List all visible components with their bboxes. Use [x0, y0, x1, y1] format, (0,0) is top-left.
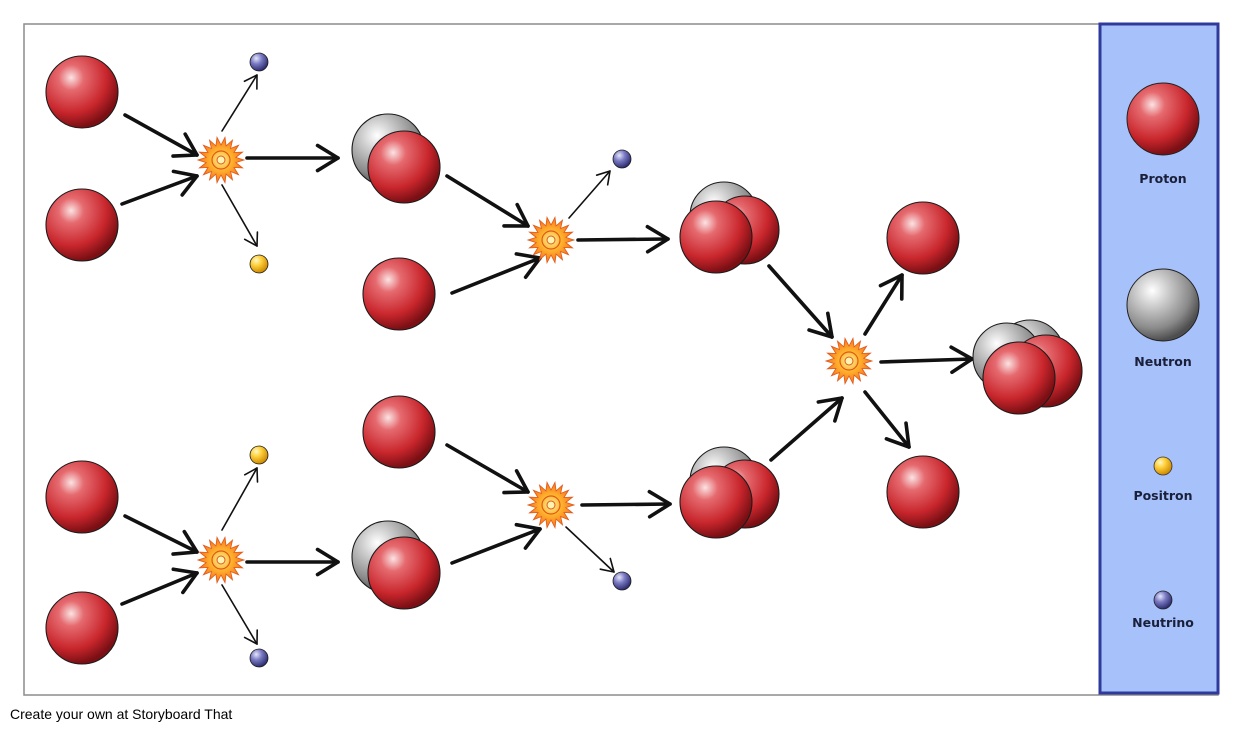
legend-proton-icon [1126, 82, 1200, 156]
proton-particle [45, 188, 119, 262]
fusion-burst [824, 336, 874, 386]
proton-particle [45, 460, 119, 534]
reaction-arrow [221, 467, 259, 531]
proton-particle [679, 465, 753, 539]
proton-particle [886, 455, 960, 529]
legend-item-positron: Positron [1133, 456, 1193, 503]
fusion-burst [196, 135, 246, 185]
proton-particle [362, 257, 436, 331]
reaction-arrow [245, 143, 340, 173]
proton-particle [45, 591, 119, 665]
reaction-arrow [450, 522, 542, 565]
neutrino-particle [612, 571, 632, 591]
reaction-arrow [123, 514, 199, 556]
fusion-burst [526, 215, 576, 265]
proton-particle [679, 200, 753, 274]
legend-positron-icon [1153, 456, 1173, 476]
fusion-burst [196, 535, 246, 585]
reaction-arrow [120, 567, 199, 606]
reaction-arrow [123, 113, 199, 158]
proton-particle [362, 395, 436, 469]
legend-item-neutrino: Neutrino [1132, 590, 1194, 630]
proton-particle [367, 536, 441, 610]
reaction-arrow [445, 443, 530, 495]
reaction-arrow [769, 396, 844, 462]
reaction-arrows [120, 74, 974, 645]
reaction-arrow [221, 184, 259, 247]
proton-particle [982, 341, 1056, 415]
legend-item-proton: Proton [1126, 82, 1200, 186]
reaction-arrow [576, 224, 670, 254]
legend-label-neutrino: Neutrino [1132, 615, 1194, 630]
reaction-arrow [565, 526, 615, 573]
legend-neutrino-icon [1153, 590, 1173, 610]
legend-label-proton: Proton [1139, 171, 1186, 186]
reaction-arrow [863, 273, 904, 336]
neutrino-particle [249, 648, 269, 668]
legend-label-neutron: Neutron [1134, 354, 1191, 369]
reaction-arrow [120, 169, 199, 206]
reaction-arrow [221, 584, 259, 645]
reaction-arrow [879, 345, 974, 375]
legend-label-positron: Positron [1133, 488, 1192, 503]
reaction-arrow [245, 547, 340, 577]
fusion-burst [526, 480, 576, 530]
neutrino-particle [249, 52, 269, 72]
proton-particle [45, 55, 119, 129]
reaction-arrow [767, 264, 834, 339]
reaction-arrow [445, 174, 530, 228]
reaction-arrow [568, 170, 611, 219]
reaction-arrow [863, 390, 911, 449]
positron-particle [249, 254, 269, 274]
reaction-arrow [580, 489, 672, 519]
particles [45, 52, 1083, 668]
neutrino-particle [612, 149, 632, 169]
legend-item-neutron: Neutron [1126, 268, 1200, 369]
legend-neutron-icon [1126, 268, 1200, 342]
footer-credit: Create your own at Storyboard That [10, 706, 233, 722]
proton-particle [367, 130, 441, 204]
positron-particle [249, 445, 269, 465]
proton-particle [886, 201, 960, 275]
reaction-arrow [221, 74, 258, 132]
fusion-bursts [196, 135, 874, 585]
